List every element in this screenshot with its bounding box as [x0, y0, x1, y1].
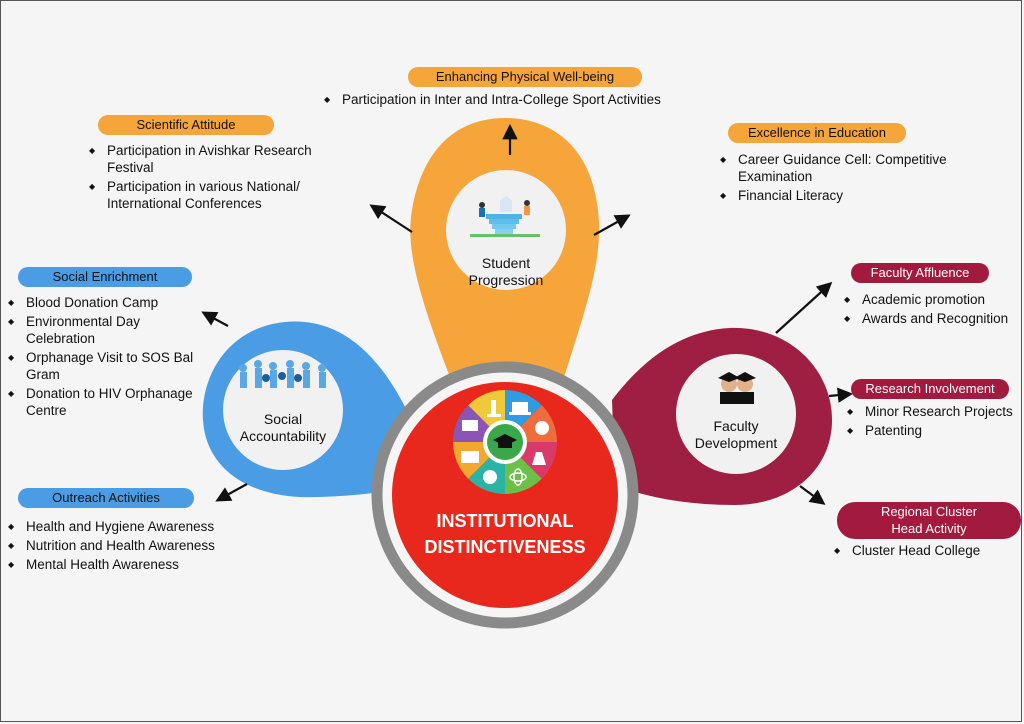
arrow-cluster — [799, 485, 826, 505]
list-item: Nutrition and Health Awareness — [6, 537, 266, 554]
arrow-excellence — [593, 214, 631, 236]
faculty-label-line2: Development — [694, 435, 778, 451]
list-item: Orphanage Visit to SOS Bal Gram — [6, 349, 196, 383]
list-item: Minor Research Projects — [845, 403, 1023, 420]
cluster-head-title: Regional Cluster Head Activity — [837, 502, 1021, 539]
social-node-circle — [219, 346, 347, 474]
cluster-head-list: Cluster Head College — [832, 542, 1022, 561]
laptop-icon — [509, 402, 531, 415]
outreach-activities-title: Outreach Activities — [18, 488, 194, 508]
globe-icon — [483, 470, 497, 484]
student-progression-label: Student Progression — [446, 255, 566, 289]
physical-wellbeing-list: Participation in Inter and Intra-College… — [322, 91, 722, 110]
social-accountability-label: Social Accountability — [223, 411, 343, 445]
student-label-line2: Progression — [468, 272, 544, 288]
arrow-scientific — [369, 204, 413, 233]
list-item: Participation in Avishkar Research Festi… — [87, 142, 342, 176]
research-involvement-list: Minor Research Projects Patenting — [845, 403, 1023, 441]
social-label-line1: Social — [263, 411, 303, 427]
list-item: Health and Hygiene Awareness — [6, 518, 266, 535]
center-title-line1: INSTITUTIONAL — [436, 511, 574, 531]
list-item: Financial Literacy — [718, 187, 978, 204]
arrow-affluence — [775, 281, 833, 334]
presentation-board-icon — [462, 420, 478, 431]
students-on-steps-icon — [470, 196, 540, 237]
center-title-line2: DISTINCTIVENESS — [424, 537, 586, 557]
list-item: Mental Health Awareness — [6, 556, 266, 573]
list-item: Participation in various National/ Inter… — [87, 178, 342, 212]
arrow-research — [828, 387, 854, 403]
faculty-affluence-title: Faculty Affluence — [851, 263, 989, 283]
list-item: Donation to HIV Orphanage Centre — [6, 385, 196, 419]
microscope-icon — [487, 400, 501, 417]
faculty-development-label: Faculty Development — [676, 418, 796, 452]
student-label-line1: Student — [481, 255, 531, 271]
people-network-icon — [239, 360, 326, 388]
scientific-attitude-list: Participation in Avishkar Research Festi… — [87, 142, 342, 214]
outreach-activities-list: Health and Hygiene Awareness Nutrition a… — [6, 518, 266, 575]
physical-wellbeing-title: Enhancing Physical Well-being — [408, 67, 642, 87]
cluster-title-line2: Head Activity — [891, 521, 967, 536]
atom-icon — [509, 468, 527, 486]
scientific-attitude-title: Scientific Attitude — [98, 115, 274, 135]
excellence-education-list: Career Guidance Cell: Competitive Examin… — [718, 151, 978, 206]
list-item: Environmental Day Celebration — [6, 313, 196, 347]
faculty-node-circle — [672, 350, 800, 478]
social-label-line2: Accountability — [239, 428, 327, 444]
center-title: INSTITUTIONAL DISTINCTIVENESS — [400, 508, 610, 560]
social-enrichment-list: Blood Donation Camp Environmental Day Ce… — [6, 294, 196, 421]
graduates-icon — [718, 372, 756, 404]
list-item: Career Guidance Cell: Competitive Examin… — [718, 151, 978, 185]
arrow-outreach — [215, 483, 248, 502]
palette-icon — [535, 421, 549, 435]
arrow-social-enrichment — [201, 311, 229, 327]
research-involvement-title: Research Involvement — [851, 379, 1009, 399]
faculty-affluence-list: Academic promotion Awards and Recognitio… — [842, 291, 1022, 329]
excellence-education-title: Excellence in Education — [728, 123, 906, 143]
list-item: Cluster Head College — [832, 542, 1022, 559]
book-icon — [461, 451, 479, 463]
social-enrichment-title: Social Enrichment — [18, 267, 192, 287]
faculty-label-line1: Faculty — [713, 418, 759, 434]
cluster-title-line1: Regional Cluster — [880, 504, 978, 519]
flask-icon — [532, 452, 546, 465]
list-item: Awards and Recognition — [842, 310, 1022, 327]
list-item: Patenting — [845, 422, 1023, 439]
list-item: Academic promotion — [842, 291, 1022, 308]
list-item: Participation in Inter and Intra-College… — [322, 91, 722, 108]
list-item: Blood Donation Camp — [6, 294, 196, 311]
graduation-cap-icon — [493, 434, 517, 448]
center-red-disc — [392, 382, 618, 608]
